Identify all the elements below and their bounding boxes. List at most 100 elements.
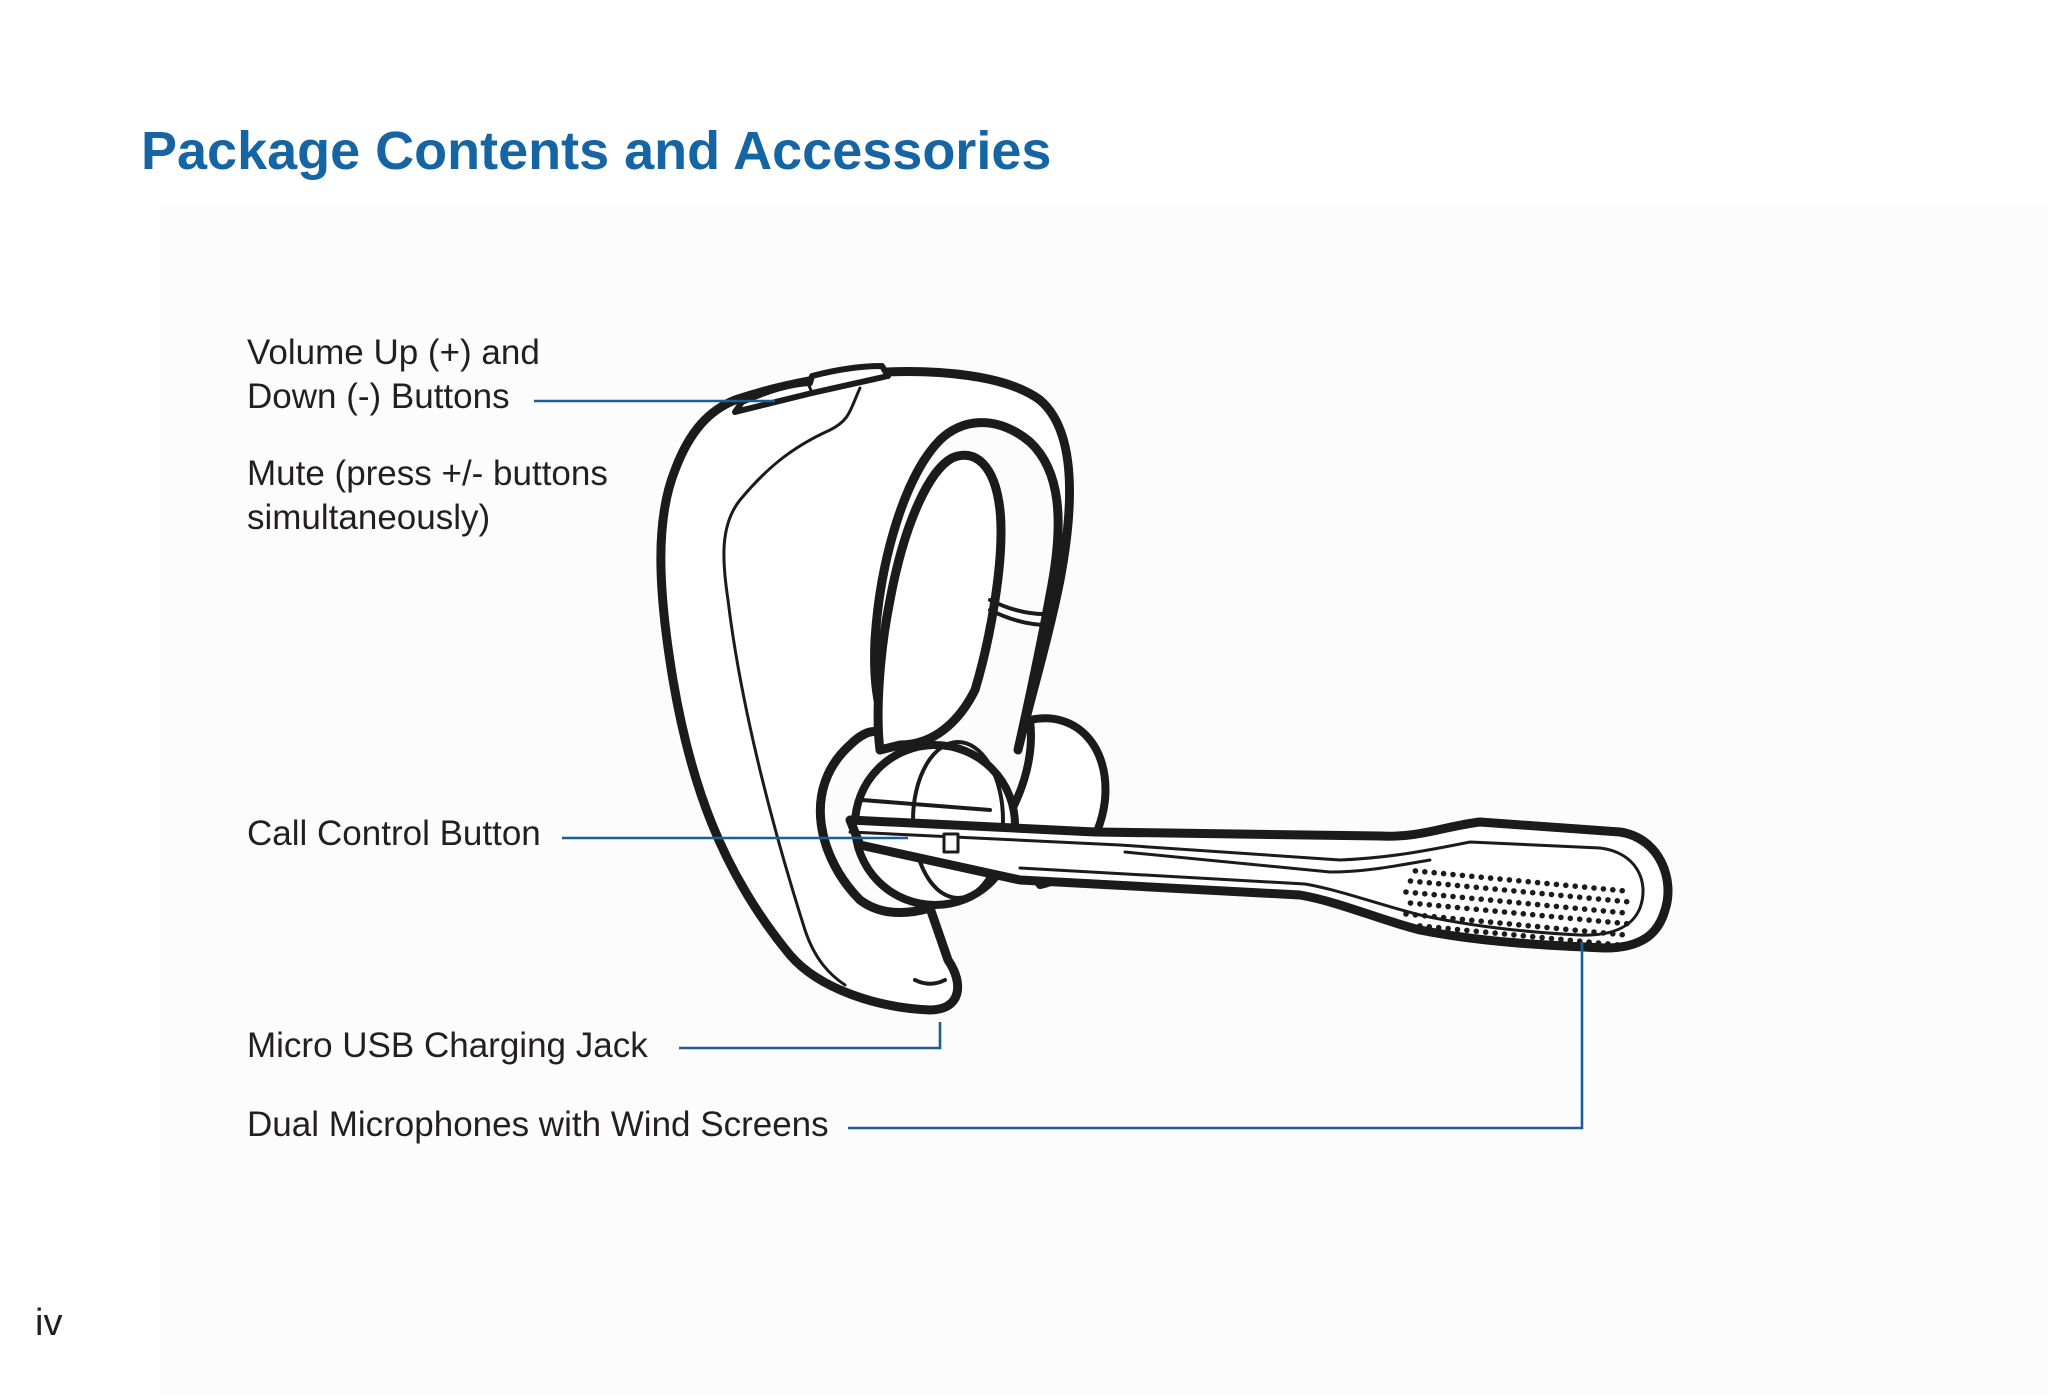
microphones-leader-line — [848, 942, 1584, 1130]
mic-dot — [1403, 889, 1409, 895]
mic-dot — [1623, 920, 1630, 927]
mic-dot — [1487, 919, 1494, 925]
mic-dot — [1506, 899, 1513, 905]
mic-dot — [1610, 931, 1616, 937]
mic-dot — [1619, 931, 1625, 938]
mic-dot — [1544, 924, 1550, 931]
mic-dot — [1492, 886, 1498, 892]
mute-label-line-1: Mute (press +/- buttons — [247, 454, 608, 493]
mic-dot — [1539, 890, 1545, 897]
mic-dot — [1487, 875, 1494, 881]
mic-dot — [1525, 900, 1531, 907]
mic-dot — [1487, 897, 1494, 903]
mic-dot — [1412, 868, 1419, 874]
mic-dot — [1511, 932, 1517, 938]
mic-dot — [1403, 911, 1409, 917]
mic-dot — [1610, 909, 1616, 915]
mic-dot — [1516, 900, 1522, 906]
mute-label-line-2: simultaneously) — [247, 498, 491, 537]
headset-inner-contour — [722, 386, 862, 987]
mic-dot — [1440, 892, 1447, 899]
mic-dot — [1600, 886, 1607, 892]
mic-dot — [1591, 885, 1597, 891]
mic-dot — [1422, 891, 1428, 897]
mic-dot — [1558, 914, 1564, 921]
mic-dot — [1534, 879, 1541, 886]
mic-dot — [1529, 911, 1536, 918]
mic-dot — [1563, 926, 1569, 933]
mic-dot — [1623, 898, 1630, 905]
page-title: Package Contents and Accessories — [141, 121, 1052, 181]
mic-dot — [1563, 904, 1569, 911]
mic-dot — [1492, 908, 1498, 914]
mic-dot — [1610, 887, 1616, 893]
mute-label: Mute (press +/- buttons simultaneously) — [247, 452, 608, 540]
mic-dot — [1422, 913, 1428, 919]
mic-dot — [1595, 940, 1602, 946]
volume-label-line-1: Volume Up (+) and — [247, 333, 540, 372]
mic-dot — [1600, 908, 1607, 914]
mic-dot — [1595, 918, 1602, 924]
mic-dot — [1529, 889, 1536, 896]
mic-dot — [1454, 926, 1461, 933]
mic-dot — [1520, 889, 1527, 895]
mic-dot — [1623, 942, 1630, 949]
mic-dot — [1619, 887, 1625, 894]
mic-dot — [1445, 925, 1451, 932]
mic-dot — [1605, 941, 1611, 947]
mic-dot — [1520, 933, 1527, 939]
mic-dot — [1501, 909, 1508, 915]
mic-dot — [1572, 905, 1578, 911]
mic-dot — [1459, 872, 1466, 879]
mic-dot — [1572, 883, 1578, 889]
mic-dot — [1497, 920, 1503, 926]
mic-dot — [1426, 902, 1433, 908]
mic-dot — [1501, 931, 1508, 937]
mic-dot — [1539, 934, 1545, 941]
mic-dot — [1605, 897, 1611, 903]
mic-dot — [1539, 912, 1545, 919]
mic-dot — [1497, 876, 1503, 882]
mic-dot — [1567, 893, 1574, 900]
mic-dot — [1516, 922, 1522, 928]
mic-dot — [1586, 895, 1592, 901]
mic-dot — [1454, 904, 1461, 911]
mic-dot — [1469, 895, 1475, 902]
mic-dot — [1591, 907, 1597, 913]
mic-dot — [1614, 920, 1621, 926]
page-number: iv — [35, 1302, 63, 1344]
mic-dot — [1529, 933, 1536, 940]
mic-dot — [1516, 878, 1522, 884]
mic-dot — [1614, 942, 1621, 948]
mic-dot — [1412, 890, 1419, 896]
mic-dot — [1576, 894, 1583, 900]
mic-dot — [1440, 870, 1447, 877]
mic-dot — [1497, 898, 1503, 904]
micro-usb-leader-line — [679, 1022, 942, 1050]
mic-dot — [1595, 896, 1602, 902]
mic-dot — [1454, 882, 1461, 889]
mic-dot — [1567, 937, 1574, 944]
mic-dot — [1572, 927, 1578, 933]
mic-dot — [1435, 924, 1442, 931]
mic-dot — [1464, 905, 1470, 912]
mic-dot — [1459, 916, 1466, 923]
mic-dot — [1440, 914, 1447, 921]
mic-dot — [1450, 871, 1456, 878]
mic-dot — [1581, 906, 1588, 912]
mic-dot — [1417, 879, 1423, 885]
mic-dot — [1445, 881, 1451, 888]
mic-dot — [1450, 893, 1456, 900]
mic-dot — [1482, 929, 1489, 935]
mic-dot — [1563, 882, 1569, 889]
volume-buttons-label: Volume Up (+) and Down (-) Buttons — [247, 331, 540, 419]
mic-dot — [1525, 922, 1531, 929]
mic-dot — [1544, 880, 1550, 887]
mic-dot — [1478, 874, 1484, 880]
mic-dot — [1548, 913, 1555, 920]
mic-dot — [1534, 923, 1541, 930]
mic-dot — [1431, 891, 1437, 898]
mic-dot — [1464, 883, 1470, 890]
mic-dot — [1431, 869, 1437, 876]
